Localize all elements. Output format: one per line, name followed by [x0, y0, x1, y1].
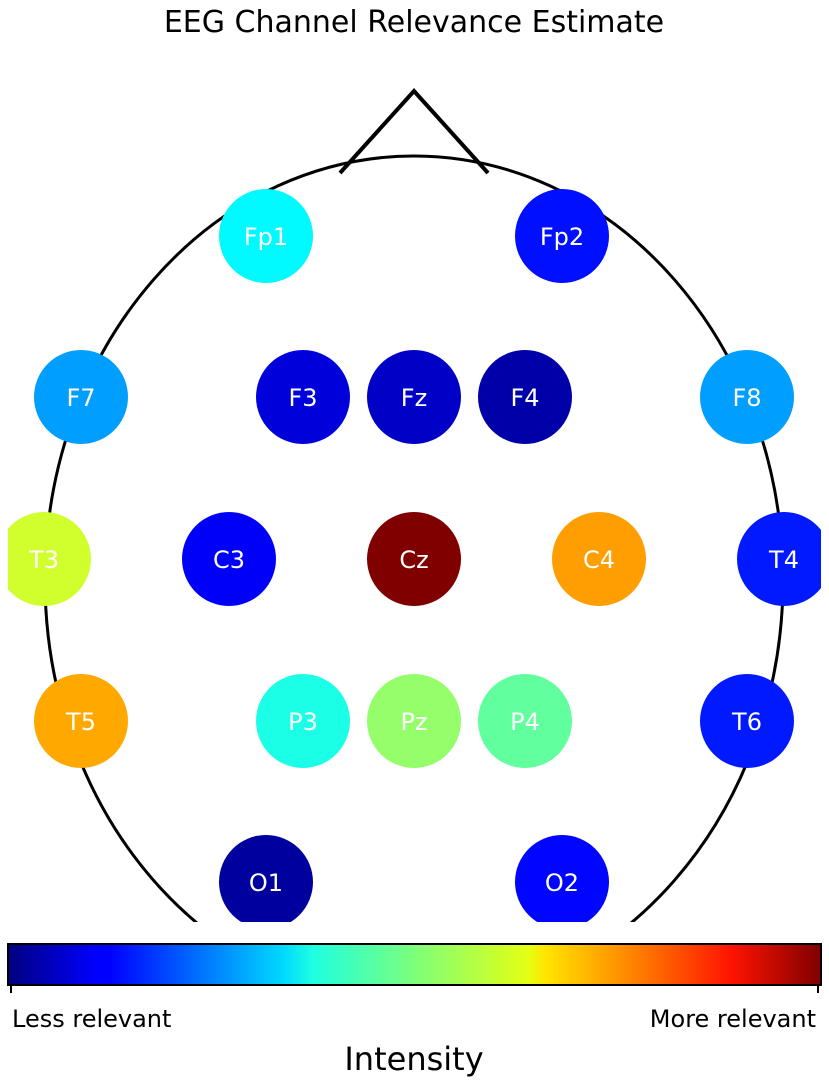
electrode-f3: F3 [256, 350, 350, 444]
electrode-label: Pz [400, 708, 427, 736]
colorbar-max-label: More relevant [650, 1005, 816, 1033]
electrode-marker [256, 350, 350, 444]
electrode-label: F7 [66, 384, 95, 412]
figure-title: EEG Channel Relevance Estimate [164, 5, 664, 40]
electrode-t4: T4 [737, 512, 821, 606]
electrode-label: F3 [288, 384, 317, 412]
electrode-label: T5 [65, 708, 96, 736]
electrode-f4: F4 [478, 350, 572, 444]
electrode-marker [737, 512, 821, 606]
electrode-fz: Fz [367, 350, 461, 444]
electrode-marker [478, 674, 572, 768]
electrode-marker [367, 512, 461, 606]
electrode-marker [34, 350, 128, 444]
nose-marker [338, 88, 490, 175]
electrode-t6: T6 [700, 674, 794, 768]
electrode-marker [8, 512, 91, 606]
electrode-p3: P3 [256, 674, 350, 768]
electrode-label: Fp2 [540, 223, 584, 251]
electrode-marker [219, 835, 313, 922]
electrode-f8: F8 [700, 350, 794, 444]
electrode-t5: T5 [34, 674, 128, 768]
electrode-marker [478, 350, 572, 444]
electrode-f7: F7 [34, 350, 128, 444]
electrode-fp1: Fp1 [219, 189, 313, 283]
electrode-cz: Cz [367, 512, 461, 606]
electrode-o2: O2 [515, 835, 609, 922]
electrode-marker [367, 350, 461, 444]
electrode-c4: C4 [552, 512, 646, 606]
electrode-label: C3 [213, 546, 245, 574]
electrode-marker [219, 189, 313, 283]
electrode-label: T4 [768, 546, 799, 574]
electrode-label: T6 [731, 708, 762, 736]
electrode-t3: T3 [8, 512, 91, 606]
electrode-c3: C3 [182, 512, 276, 606]
electrode-label: O2 [545, 869, 579, 897]
electrode-pz: Pz [367, 674, 461, 768]
electrode-p4: P4 [478, 674, 572, 768]
electrode-label: P4 [510, 708, 540, 736]
colorbar: Less relevant More relevant Intensity [7, 943, 822, 1078]
electrode-label: C4 [583, 546, 615, 574]
electrode-label: F4 [510, 384, 539, 412]
colorbar-gradient [7, 943, 822, 986]
electrode-label: Cz [399, 546, 428, 574]
electrode-marker [182, 512, 276, 606]
electrode-label: O1 [249, 869, 283, 897]
electrode-label: F8 [732, 384, 761, 412]
electrode-marker [515, 835, 609, 922]
electrode-label: Fp1 [244, 223, 288, 251]
electrode-marker [700, 350, 794, 444]
electrode-marker [700, 674, 794, 768]
colorbar-min-label: Less relevant [12, 1005, 171, 1033]
electrode-marker [256, 674, 350, 768]
electrode-label: T3 [28, 546, 59, 574]
electrode-label: Fz [401, 384, 427, 412]
electrode-marker [367, 674, 461, 768]
electrode-marker [515, 189, 609, 283]
electrode-marker [552, 512, 646, 606]
electrode-fp2: Fp2 [515, 189, 609, 283]
electrode-label: P3 [288, 708, 318, 736]
electrode-o1: O1 [219, 835, 313, 922]
colorbar-title: Intensity [344, 1040, 483, 1078]
electrode-marker [34, 674, 128, 768]
